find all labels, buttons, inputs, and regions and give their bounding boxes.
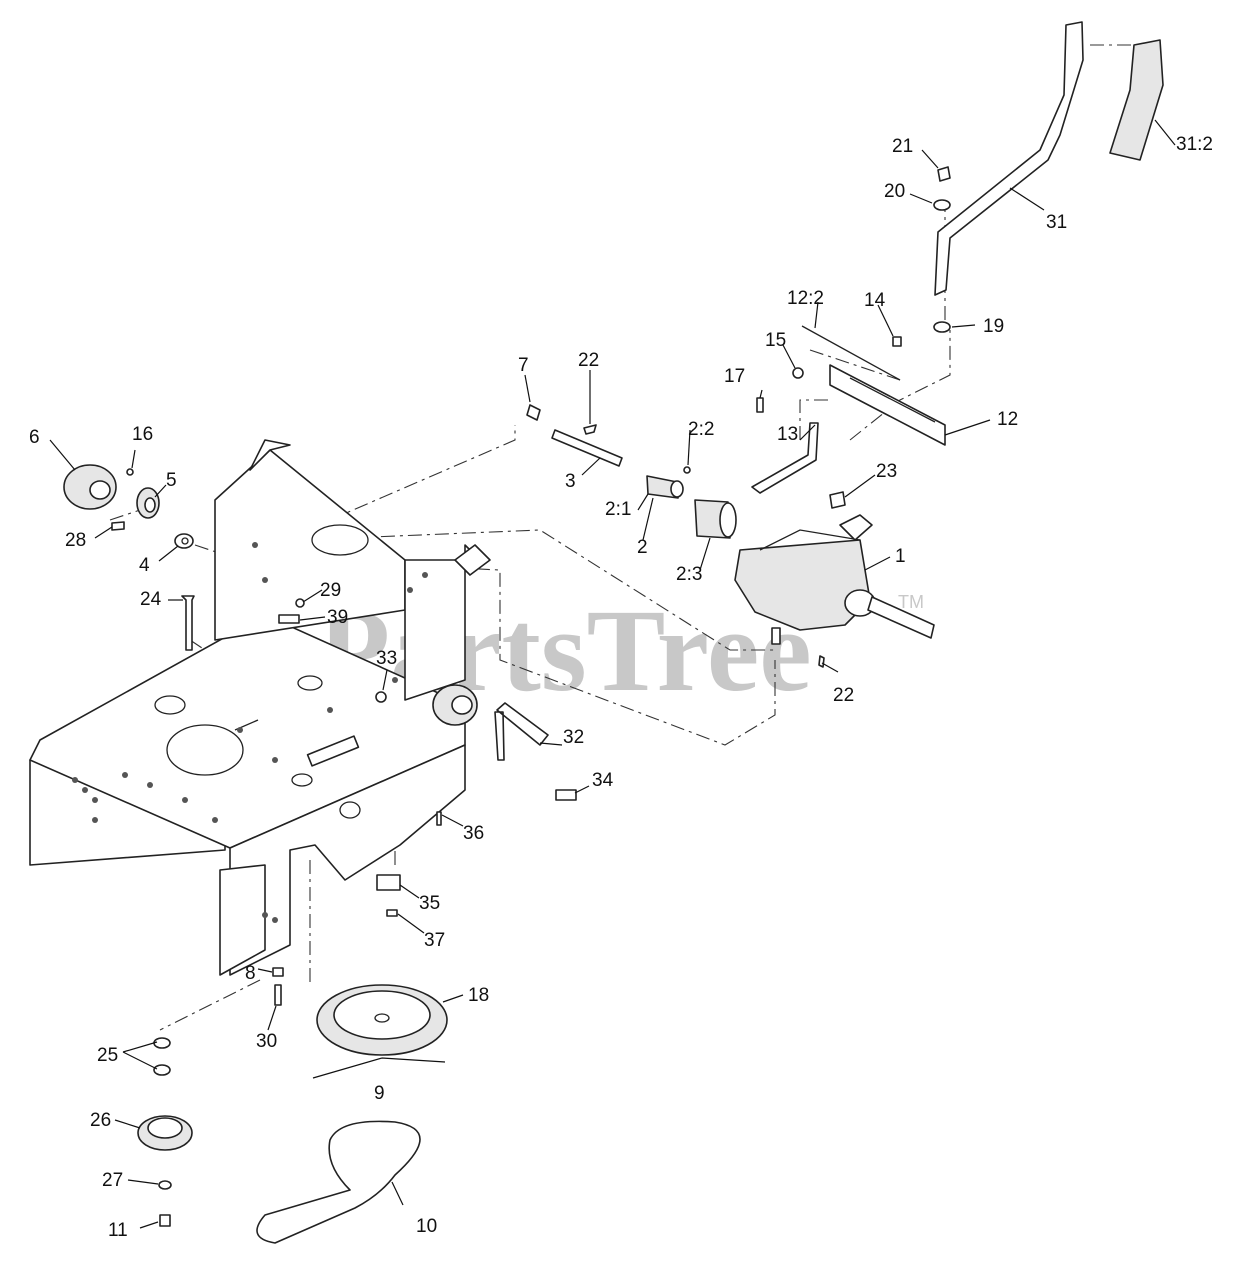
part-33	[375, 691, 387, 703]
label-31: 31	[1046, 212, 1067, 233]
label-27: 27	[102, 1170, 123, 1191]
part-2-1-coupler	[646, 475, 684, 499]
label-16: 16	[132, 424, 153, 445]
label-7: 7	[518, 355, 529, 376]
label-18: 18	[468, 985, 489, 1006]
label-34: 34	[592, 770, 614, 791]
label-24: 24	[140, 589, 162, 610]
part-16	[126, 468, 134, 476]
label-26: 26	[90, 1110, 111, 1131]
label-30: 30	[256, 1031, 277, 1052]
part-22-pin-upper	[583, 424, 597, 435]
label-11: 11	[108, 1220, 128, 1241]
label-4: 4	[139, 555, 150, 576]
part-39-decal	[278, 614, 300, 624]
label-2-1: 2:1	[605, 499, 631, 520]
part-27-washer	[158, 1180, 172, 1190]
label-33: 33	[376, 648, 397, 669]
part-17-bolt	[756, 397, 764, 413]
label-25: 25	[97, 1045, 118, 1066]
label-6: 6	[29, 427, 40, 448]
part-29	[295, 598, 305, 608]
watermark-trademark: TM	[898, 592, 924, 612]
label-9: 9	[374, 1083, 385, 1104]
label-20: 20	[884, 181, 905, 202]
part-22-pin-lower	[818, 655, 825, 668]
label-12: 12	[997, 409, 1018, 430]
label-10: 10	[416, 1216, 437, 1237]
label-39: 39	[327, 607, 348, 628]
part-24-pin	[181, 595, 195, 651]
part-23-fitting	[829, 491, 846, 509]
part-1-transmission	[734, 514, 935, 645]
part-11-nut	[159, 1214, 171, 1227]
part-2-3-coupler	[694, 499, 737, 539]
part-30-bolt	[274, 984, 282, 1006]
part-20-washer	[933, 199, 951, 211]
part-4-spacer	[174, 533, 194, 549]
label-35: 35	[419, 893, 440, 914]
frame-chassis	[29, 439, 491, 976]
part-2-2	[683, 466, 691, 474]
label-5: 5	[166, 470, 177, 491]
part-hub-flange	[432, 684, 478, 726]
label-29: 29	[320, 580, 341, 601]
label-2: 2	[637, 537, 648, 558]
label-2-2: 2:2	[688, 419, 714, 440]
part-12-2-decal	[801, 325, 901, 381]
label-19: 19	[983, 316, 1004, 337]
part-14-screw	[892, 336, 902, 347]
part-35-switch	[376, 874, 401, 891]
part-10-belt	[256, 1120, 421, 1244]
part-18-pulley	[316, 984, 448, 1056]
part-26-idler-pulley	[137, 1115, 193, 1151]
part-19-washer	[933, 321, 951, 333]
label-22-upper: 22	[578, 350, 599, 371]
label-23: 23	[876, 461, 897, 482]
part-31-control-lever	[934, 21, 1084, 296]
label-36: 36	[463, 823, 484, 844]
label-22-lower: 22	[833, 685, 854, 706]
label-2-3: 2:3	[676, 564, 702, 585]
part-36-clip	[436, 811, 442, 826]
part-8-nut	[272, 967, 284, 977]
label-15: 15	[765, 330, 786, 351]
part-13-bracket	[751, 422, 819, 494]
part-21-nut	[937, 166, 951, 182]
label-31-2: 31:2	[1176, 134, 1213, 155]
part-37-clip	[386, 909, 398, 917]
part-32-arm	[494, 702, 549, 761]
label-8: 8	[245, 963, 256, 984]
part-31-2-grip	[1109, 39, 1164, 161]
part-28-bolt	[111, 521, 125, 531]
label-13: 13	[777, 424, 798, 445]
part-3-shaft	[551, 429, 623, 467]
label-12-2: 12:2	[787, 288, 824, 309]
label-37: 37	[424, 930, 445, 951]
part-25-washer-lower	[153, 1064, 171, 1076]
label-17: 17	[724, 366, 745, 387]
callout-labels: 1 2 2:1 2:2 2:3 3 4 5 6 7 8 9 10 11 12 1…	[29, 134, 1213, 1241]
part-7	[526, 404, 541, 421]
part-5-bearing-flange	[136, 487, 160, 519]
label-28: 28	[65, 530, 86, 551]
label-21: 21	[892, 136, 913, 157]
part-6-pulley-clutch	[63, 464, 117, 510]
part-34-bolt	[555, 789, 577, 801]
label-3: 3	[565, 471, 576, 492]
part-25-washer-upper	[153, 1037, 171, 1049]
label-14: 14	[864, 290, 886, 311]
label-1: 1	[895, 546, 906, 567]
part-15-nut	[792, 367, 804, 379]
part-12-plate	[829, 364, 946, 446]
leader-lines	[49, 119, 1176, 1229]
label-32: 32	[563, 727, 584, 748]
